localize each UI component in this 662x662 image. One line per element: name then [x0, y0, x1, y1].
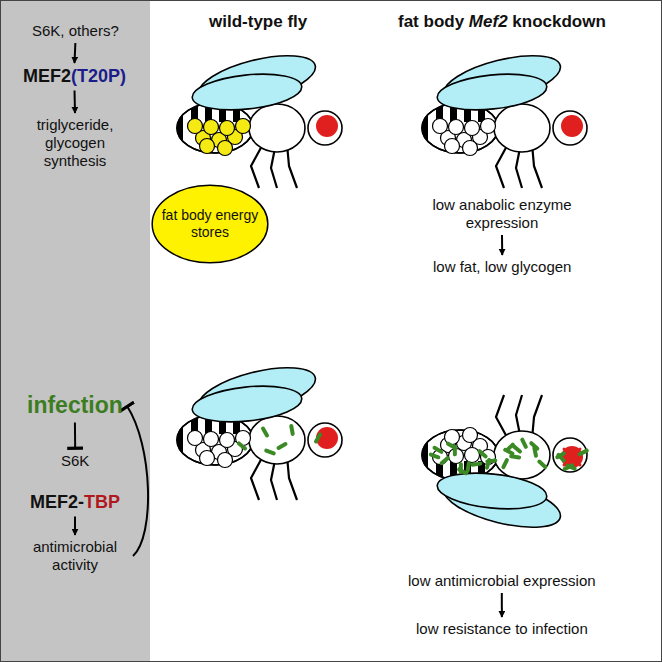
node-text: S6K: [61, 452, 89, 469]
fat-droplet: [236, 119, 251, 134]
bacterium: [260, 426, 269, 438]
pathway-step: low antimicrobial expression: [408, 572, 596, 590]
bacterium: [511, 444, 523, 455]
fat-droplet: [204, 432, 219, 447]
bacterium: [477, 448, 489, 459]
bacterium: [432, 445, 444, 455]
fat-droplet: [463, 428, 478, 443]
fat-droplet: [481, 119, 496, 134]
fat-droplet: [218, 141, 233, 156]
node-text: low resistance to infection: [416, 620, 588, 637]
node-text: low anabolic enzyme expression: [432, 196, 571, 231]
pathway-step: S6K: [61, 452, 89, 470]
bacterium: [501, 457, 510, 470]
pathway-step: antimicrobial activity: [20, 538, 130, 574]
bacterium: [520, 437, 529, 450]
fat-droplet: [188, 119, 203, 134]
node-text: infection: [27, 392, 123, 418]
fat-droplet: [220, 433, 235, 448]
energy-store-ellipse: fat body energy stores: [151, 184, 269, 264]
node-text: low antimicrobial expression: [408, 572, 596, 589]
arrow-connector: [74, 91, 76, 113]
bacterium: [276, 441, 288, 450]
column-heading: fat body Mef2knockdown: [398, 12, 606, 32]
fat-droplet: [449, 120, 464, 135]
bacterium: [485, 458, 497, 463]
bacterium: [313, 432, 322, 444]
column-heading: wild-type fly: [209, 12, 307, 32]
node-text: (T20P): [71, 66, 126, 86]
heading-text: Mef2: [469, 12, 508, 31]
inhibition-connector: [127, 406, 148, 556]
pathway-step: low resistance to infection: [416, 620, 588, 638]
ellipse-text: fat body energy stores: [160, 207, 260, 241]
node-text: low fat, low glycogen: [433, 258, 571, 275]
node-text: S6K, others?: [32, 22, 119, 39]
inhibition-connector: [74, 423, 76, 449]
heading-text: fat body: [398, 12, 464, 31]
bacterium: [532, 446, 538, 459]
pathway-step: low anabolic enzyme expression: [417, 196, 587, 232]
node-text: fat body energy stores: [162, 207, 259, 240]
arrow-connector: [501, 593, 503, 617]
pathway-step: MEF2(T20P): [23, 66, 126, 88]
bacterium: [465, 461, 471, 473]
pathway-step: triglyceride, glycogen synthesis: [25, 116, 125, 170]
fat-droplet: [188, 431, 203, 446]
node-text: TBP: [84, 492, 120, 512]
bacterium: [439, 455, 451, 466]
bacterium: [470, 461, 482, 467]
node-text: triglyceride, glycogen synthesis: [37, 116, 114, 169]
fat-droplet: [204, 120, 219, 135]
fat-droplet: [465, 448, 480, 463]
fat-droplet: [465, 121, 480, 136]
fat-droplet: [433, 119, 448, 134]
bacterium: [264, 448, 277, 456]
pathway-step: low fat, low glycogen: [433, 258, 571, 276]
pathway-step: MEF2-TBP: [30, 492, 120, 514]
fat-droplet: [200, 451, 215, 466]
pathway-step: S6K, others?: [32, 22, 119, 40]
bacterium: [509, 454, 521, 460]
arrow-connector: [501, 235, 503, 255]
fat-droplet: [463, 141, 478, 156]
fat-droplet: [445, 139, 460, 154]
bacterium: [445, 441, 457, 450]
arrow-connector: [74, 517, 76, 535]
arrow-connector: [74, 43, 77, 63]
heading-text: knockdown: [512, 12, 606, 31]
bacterium: [536, 459, 548, 470]
node-text: antimicrobial activity: [33, 538, 117, 573]
fat-droplet: [220, 121, 235, 136]
node-text: MEF2-: [30, 492, 84, 512]
heading-text: wild-type fly: [209, 12, 307, 31]
fat-droplet: [200, 139, 215, 154]
fat-droplet: [218, 453, 233, 468]
pathway-step: infection: [27, 392, 123, 420]
node-text: MEF2: [23, 66, 71, 86]
bacterium: [236, 441, 248, 452]
bacterium: [289, 424, 295, 437]
bacterium: [428, 452, 441, 460]
